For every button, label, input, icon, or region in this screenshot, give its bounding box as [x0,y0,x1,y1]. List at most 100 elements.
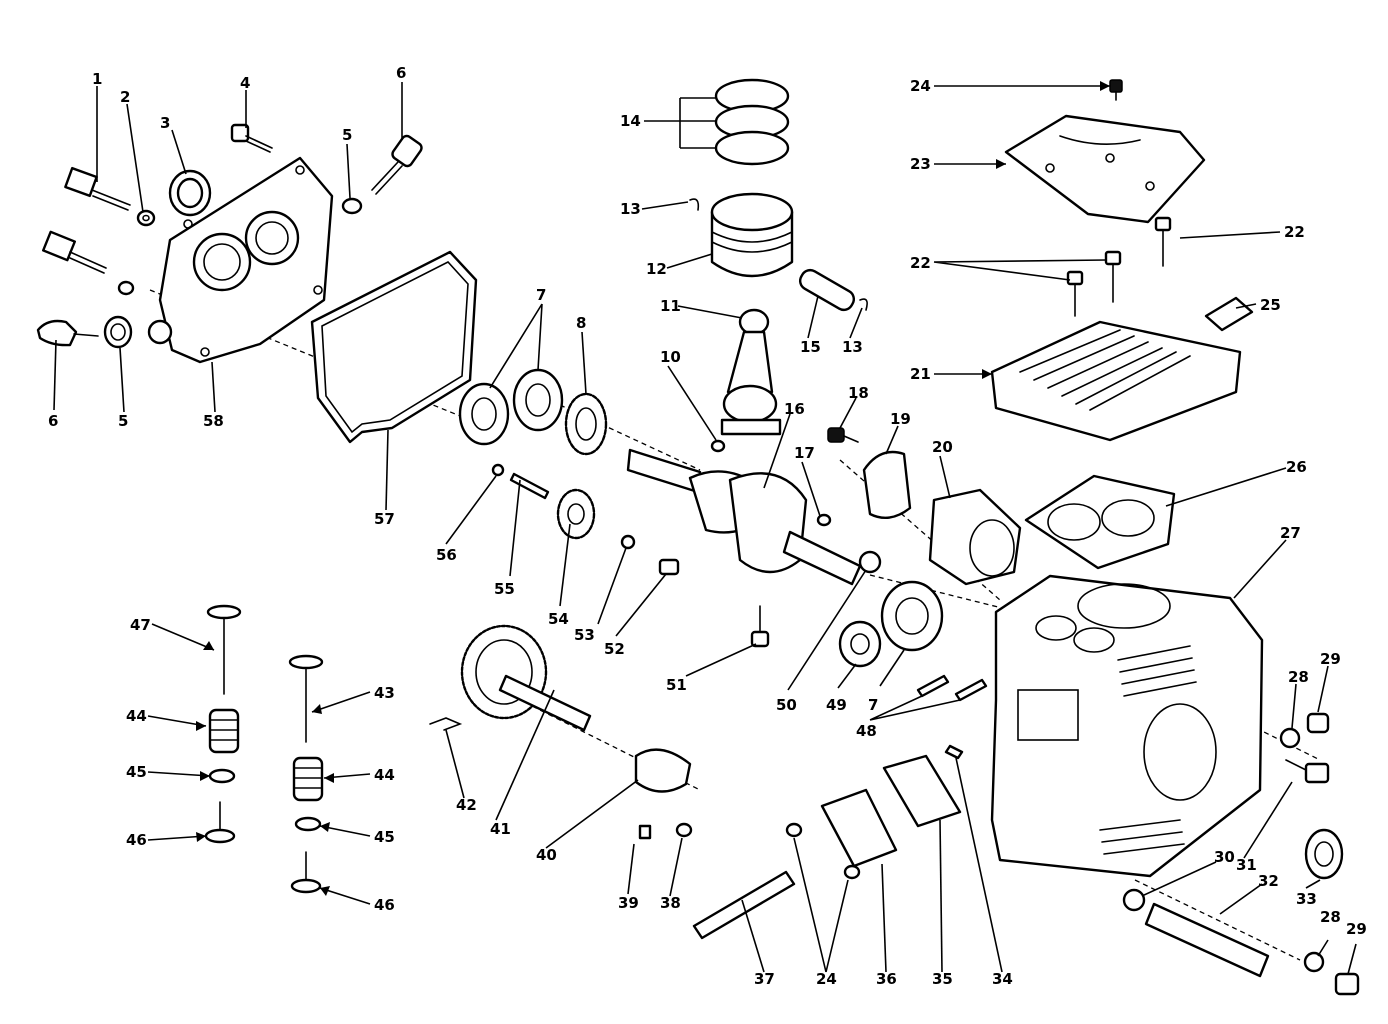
part-stud-48a [916,674,950,698]
part-camshaft-41 [460,624,592,732]
part-bearing-7a [458,382,510,446]
callout-label: 53 [574,626,595,644]
callout-label: 46 [374,896,395,914]
part-seal-50 [858,550,882,574]
callout-label: 17 [794,444,815,462]
callout-label: 5 [118,412,128,430]
part-retainer-45a [208,768,236,784]
part-o-ring-5a [341,197,363,215]
part-bolt-24a [1109,79,1123,101]
callout-label: 50 [776,696,797,714]
part-gear-54 [556,488,596,540]
part-retainer-45b [294,816,322,832]
callout-label: 52 [604,640,625,658]
part-oil-seal-3 [168,169,212,217]
part-bolt-22c [1066,270,1084,317]
callout-label: 28 [1288,668,1309,686]
part-cylinder-block-27 [990,574,1264,878]
part-pin-55 [509,472,550,500]
callout-label: 36 [876,970,897,988]
callout-label: 23 [910,155,931,173]
callout-label: 29 [1346,920,1367,938]
callout-label: 10 [660,348,681,366]
callout-label: 41 [490,820,511,838]
part-tappet-46a [204,801,236,844]
part-dipstick-6b [36,319,99,347]
part-bolt-52 [658,558,680,576]
callout-label: 26 [1286,458,1307,476]
callout-label: 21 [910,365,931,383]
part-cover-36 [820,788,898,868]
part-piston-pin-15 [798,268,856,312]
callout-label: 42 [456,796,477,814]
callout-label: 54 [548,610,569,628]
callout-label: 29 [1320,650,1341,668]
callout-label: 45 [126,763,147,781]
part-shaft-32 [1144,902,1270,978]
callout-label: 15 [800,338,821,356]
part-spring-42 [429,717,463,731]
part-washer-28b [1303,951,1325,973]
part-cover-19 [862,450,912,520]
callout-label: 12 [646,260,667,278]
part-bolt-4 [230,123,273,153]
part-spring-44b [292,756,324,802]
part-crankshaft-16 [626,448,862,586]
callout-label: 5 [342,126,352,144]
callout-label: 18 [848,384,869,402]
callout-label: 45 [374,828,395,846]
callout-label: 38 [660,894,681,912]
part-seal-33 [1304,828,1344,880]
part-valve-43 [288,654,324,743]
callout-label: 16 [784,400,805,418]
callout-label: 30 [1214,848,1235,866]
part-bolt-38 [675,822,693,838]
part-washer-53 [620,534,636,550]
callout-numbers: 1 2 3 4 5 6 6 5 58 6 5 7 8 57 14 13 12 1… [48,64,1367,988]
part-washer-28a [1279,727,1301,749]
part-breather-20 [928,488,1022,586]
callout-label: 43 [374,684,395,702]
callout-label: 39 [618,894,639,912]
part-gasket-35 [882,754,962,828]
callout-label: 34 [992,970,1013,988]
part-bearing-49 [838,620,882,668]
callout-label: 32 [1258,872,1279,890]
part-spring-44a [208,708,240,754]
callout-label: 19 [890,410,911,428]
callout-label: 35 [932,970,953,988]
part-connecting-rod-11 [720,308,782,436]
callout-label: 58 [203,412,224,430]
part-piston-rings-14 [714,78,790,166]
callout-label: 20 [932,438,953,456]
callout-label: 48 [856,722,877,740]
callout-label: 2 [120,88,130,106]
part-plug-29a [1306,712,1330,734]
part-key-17 [816,513,832,527]
part-bolt-22a [1154,216,1172,267]
part-bolt-22b [1104,250,1122,303]
part-tappet-46b [290,851,322,894]
part-bolt-24b [785,822,803,838]
callout-label: 3 [160,114,170,132]
part-bearing-7c [880,580,944,652]
callout-label: 14 [620,112,641,130]
part-gasket-57 [310,250,478,444]
callout-label: 33 [1296,890,1317,908]
part-dipstick-6a [371,134,423,195]
part-washer-56 [491,463,505,477]
callout-label: 11 [660,297,681,315]
part-key-10 [710,439,726,453]
part-valve-47 [206,604,242,695]
part-bolt-1 [64,166,131,211]
part-gear-8 [564,392,608,456]
part-bolt-24c [843,864,861,880]
part-bolt-51 [750,605,770,648]
callout-label: 51 [666,676,687,694]
callout-label: 40 [536,846,557,864]
callout-label: 13 [842,338,863,356]
part-seal-30 [1122,888,1146,912]
part-clip-13a [689,198,700,211]
part-cylinder-head-21 [990,320,1242,442]
part-plug-29b [1334,972,1360,996]
